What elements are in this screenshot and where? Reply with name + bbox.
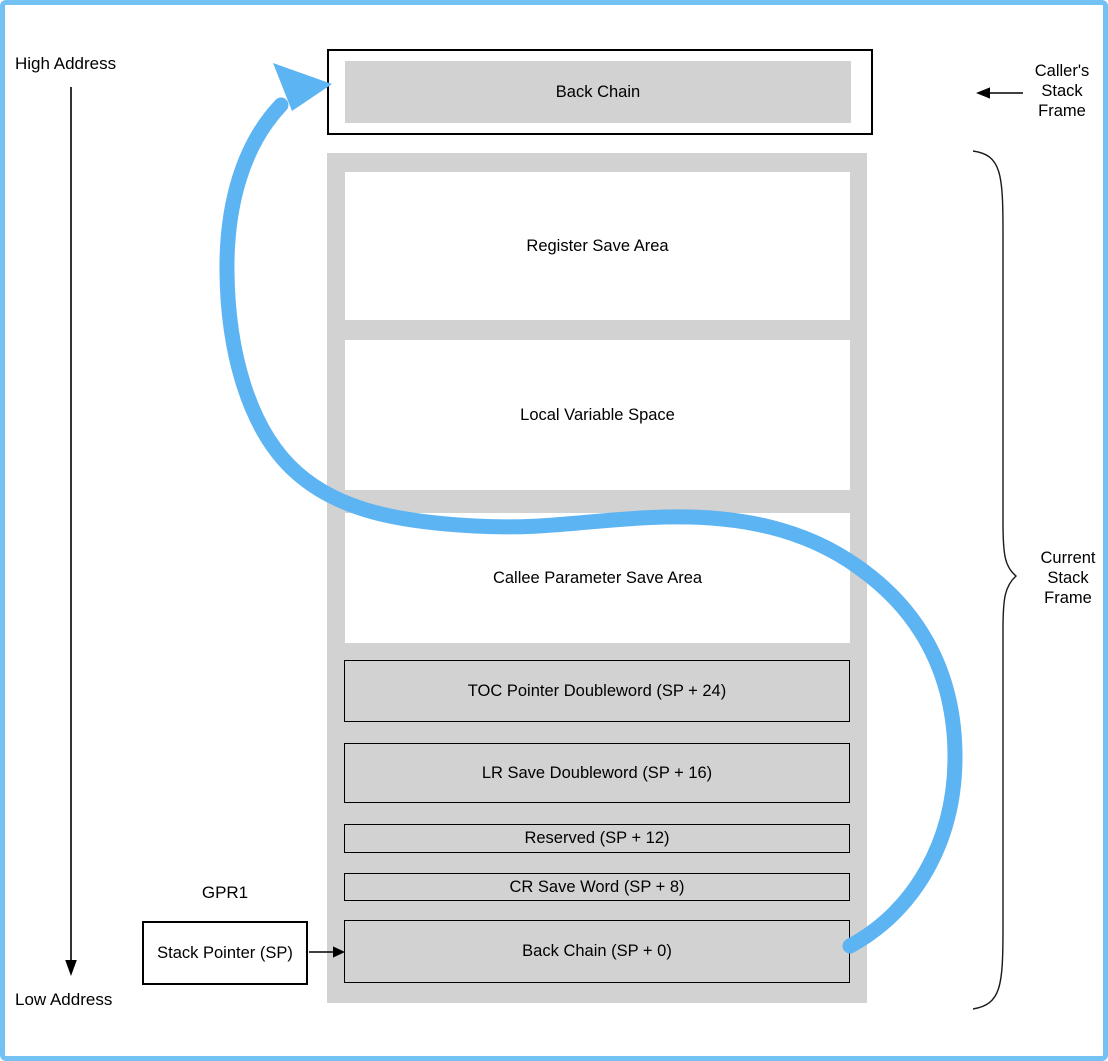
current-frame-brace [972, 150, 1018, 1010]
down-arrowhead-icon [65, 960, 77, 976]
current-stack-frame-label: Current Stack Frame [1023, 548, 1103, 608]
caller-frame-arrow [976, 87, 1023, 99]
region-back-chain-sp0: Back Chain (SP + 0) [344, 920, 850, 983]
callers-stack-frame-line1: Caller's [1034, 62, 1090, 80]
region-cr-save-word: CR Save Word (SP + 8) [344, 873, 850, 901]
region-toc-pointer-doubleword: TOC Pointer Doubleword (SP + 24) [344, 660, 850, 722]
callers-stack-frame-label: Caller's Stack Frame [1017, 61, 1103, 121]
region-callee-parameter-save-area: Callee Parameter Save Area [345, 513, 850, 643]
high-address-label: High Address [15, 54, 117, 73]
region-reserved: Reserved (SP + 12) [344, 824, 850, 853]
blue-arrowhead-icon [273, 63, 332, 111]
current-stack-frame-line2: Stack [1047, 569, 1089, 587]
low-address-label: Low Address [15, 990, 113, 1009]
gpr1-label: GPR1 [201, 883, 249, 902]
stack-pointer-box: Stack Pointer (SP) [142, 921, 308, 985]
region-lr-save-doubleword: LR Save Doubleword (SP + 16) [344, 743, 850, 803]
current-stack-frame-line1: Current [1040, 549, 1096, 567]
region-local-variable-space: Local Variable Space [345, 340, 850, 490]
left-arrowhead-icon [976, 87, 990, 99]
region-register-save-area: Register Save Area [345, 172, 850, 320]
current-stack-frame-line3: Frame [1044, 589, 1092, 607]
callers-stack-frame-line3: Frame [1038, 102, 1086, 120]
callers-stack-frame-line2: Stack [1041, 82, 1083, 100]
address-direction-arrow [65, 87, 77, 976]
caller-back-chain-cell: Back Chain [345, 61, 851, 123]
